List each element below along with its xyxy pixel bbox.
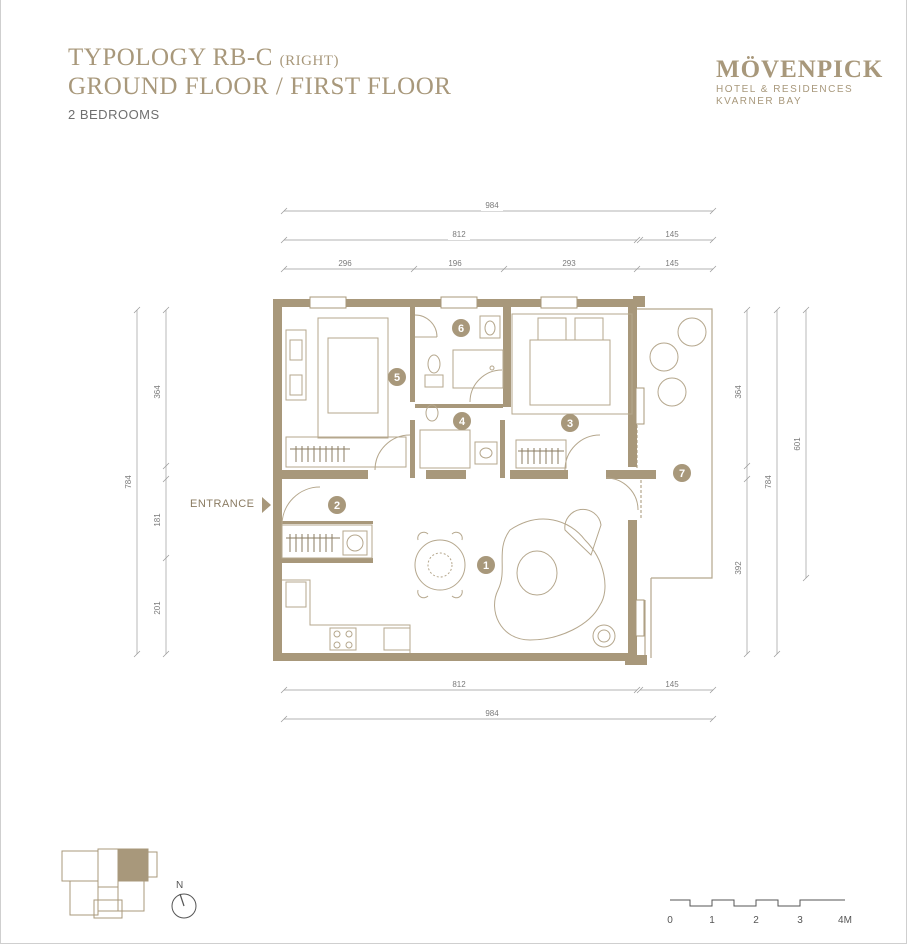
entrance-arrow-icon — [262, 497, 271, 513]
dim-right-total: 784 — [764, 475, 773, 489]
dim-top-seg4: 145 — [665, 259, 679, 268]
room-6-label: 6 — [458, 323, 464, 335]
logo-brand: MÖVENPICK — [716, 56, 884, 83]
dim-right-seg2: 392 — [734, 561, 743, 575]
apartment-walls — [273, 296, 656, 665]
scale-4m: 4M — [838, 915, 852, 926]
terrace-outline — [636, 308, 713, 665]
dim-top-seg1: 296 — [338, 259, 352, 268]
dim-bottom-terrace: 145 — [665, 680, 679, 689]
dim-left-seg2: 181 — [153, 513, 162, 527]
room-1-label: 1 — [483, 560, 489, 572]
dim-left-seg1: 364 — [153, 385, 162, 399]
movenpick-logo: MÖVENPICK HOTEL & RESIDENCES KVARNER BAY — [716, 56, 883, 108]
scale-2: 2 — [753, 915, 759, 926]
dim-top-terrace: 145 — [665, 230, 679, 239]
title-main: TYPOLOGY RB-C — [68, 44, 273, 71]
entrance-label: ENTRANCE — [190, 498, 255, 510]
logo-line1: HOTEL & RESIDENCES — [716, 84, 854, 95]
windows — [309, 296, 645, 637]
dim-bottom-total: 984 — [485, 709, 499, 718]
dim-top-total: 984 — [485, 201, 499, 210]
room-5-label: 5 — [394, 372, 400, 384]
scale-bar — [670, 899, 845, 907]
compass-icon — [171, 893, 197, 919]
title-suffix: (RIGHT) — [279, 53, 339, 69]
logo-line2: KVARNER BAY — [716, 96, 803, 107]
typology-title: TYPOLOGY RB-C (RIGHT) — [68, 44, 339, 72]
dim-top-seg2: 196 — [448, 259, 462, 268]
right-bed — [511, 313, 633, 415]
key-plan — [61, 848, 158, 919]
dimension-lines — [133, 207, 810, 723]
furniture — [281, 313, 707, 653]
room-markers: 1 2 3 4 5 6 7 — [328, 319, 691, 574]
room-4-label: 4 — [459, 416, 466, 428]
compass-north-label: N — [176, 880, 183, 891]
scale-3: 3 — [797, 915, 803, 926]
dim-top-main: 812 — [452, 230, 466, 239]
dim-left-seg3: 201 — [153, 601, 162, 615]
room-7-label: 7 — [679, 468, 685, 480]
left-bed — [317, 317, 389, 439]
room-2-label: 2 — [334, 500, 340, 512]
scale-0: 0 — [667, 915, 673, 926]
dim-right-seg1: 364 — [734, 385, 743, 399]
bedroom-count: 2 BEDROOMS — [68, 107, 160, 122]
room-3-label: 3 — [567, 418, 573, 430]
scale-1: 1 — [709, 915, 715, 926]
dim-bottom-main: 812 — [452, 680, 466, 689]
dim-top-seg3: 293 — [562, 259, 576, 268]
floor-subtitle: GROUND FLOOR / FIRST FLOOR — [68, 73, 452, 100]
dim-left-total: 784 — [124, 475, 133, 489]
dim-right-terrace: 601 — [793, 437, 802, 451]
